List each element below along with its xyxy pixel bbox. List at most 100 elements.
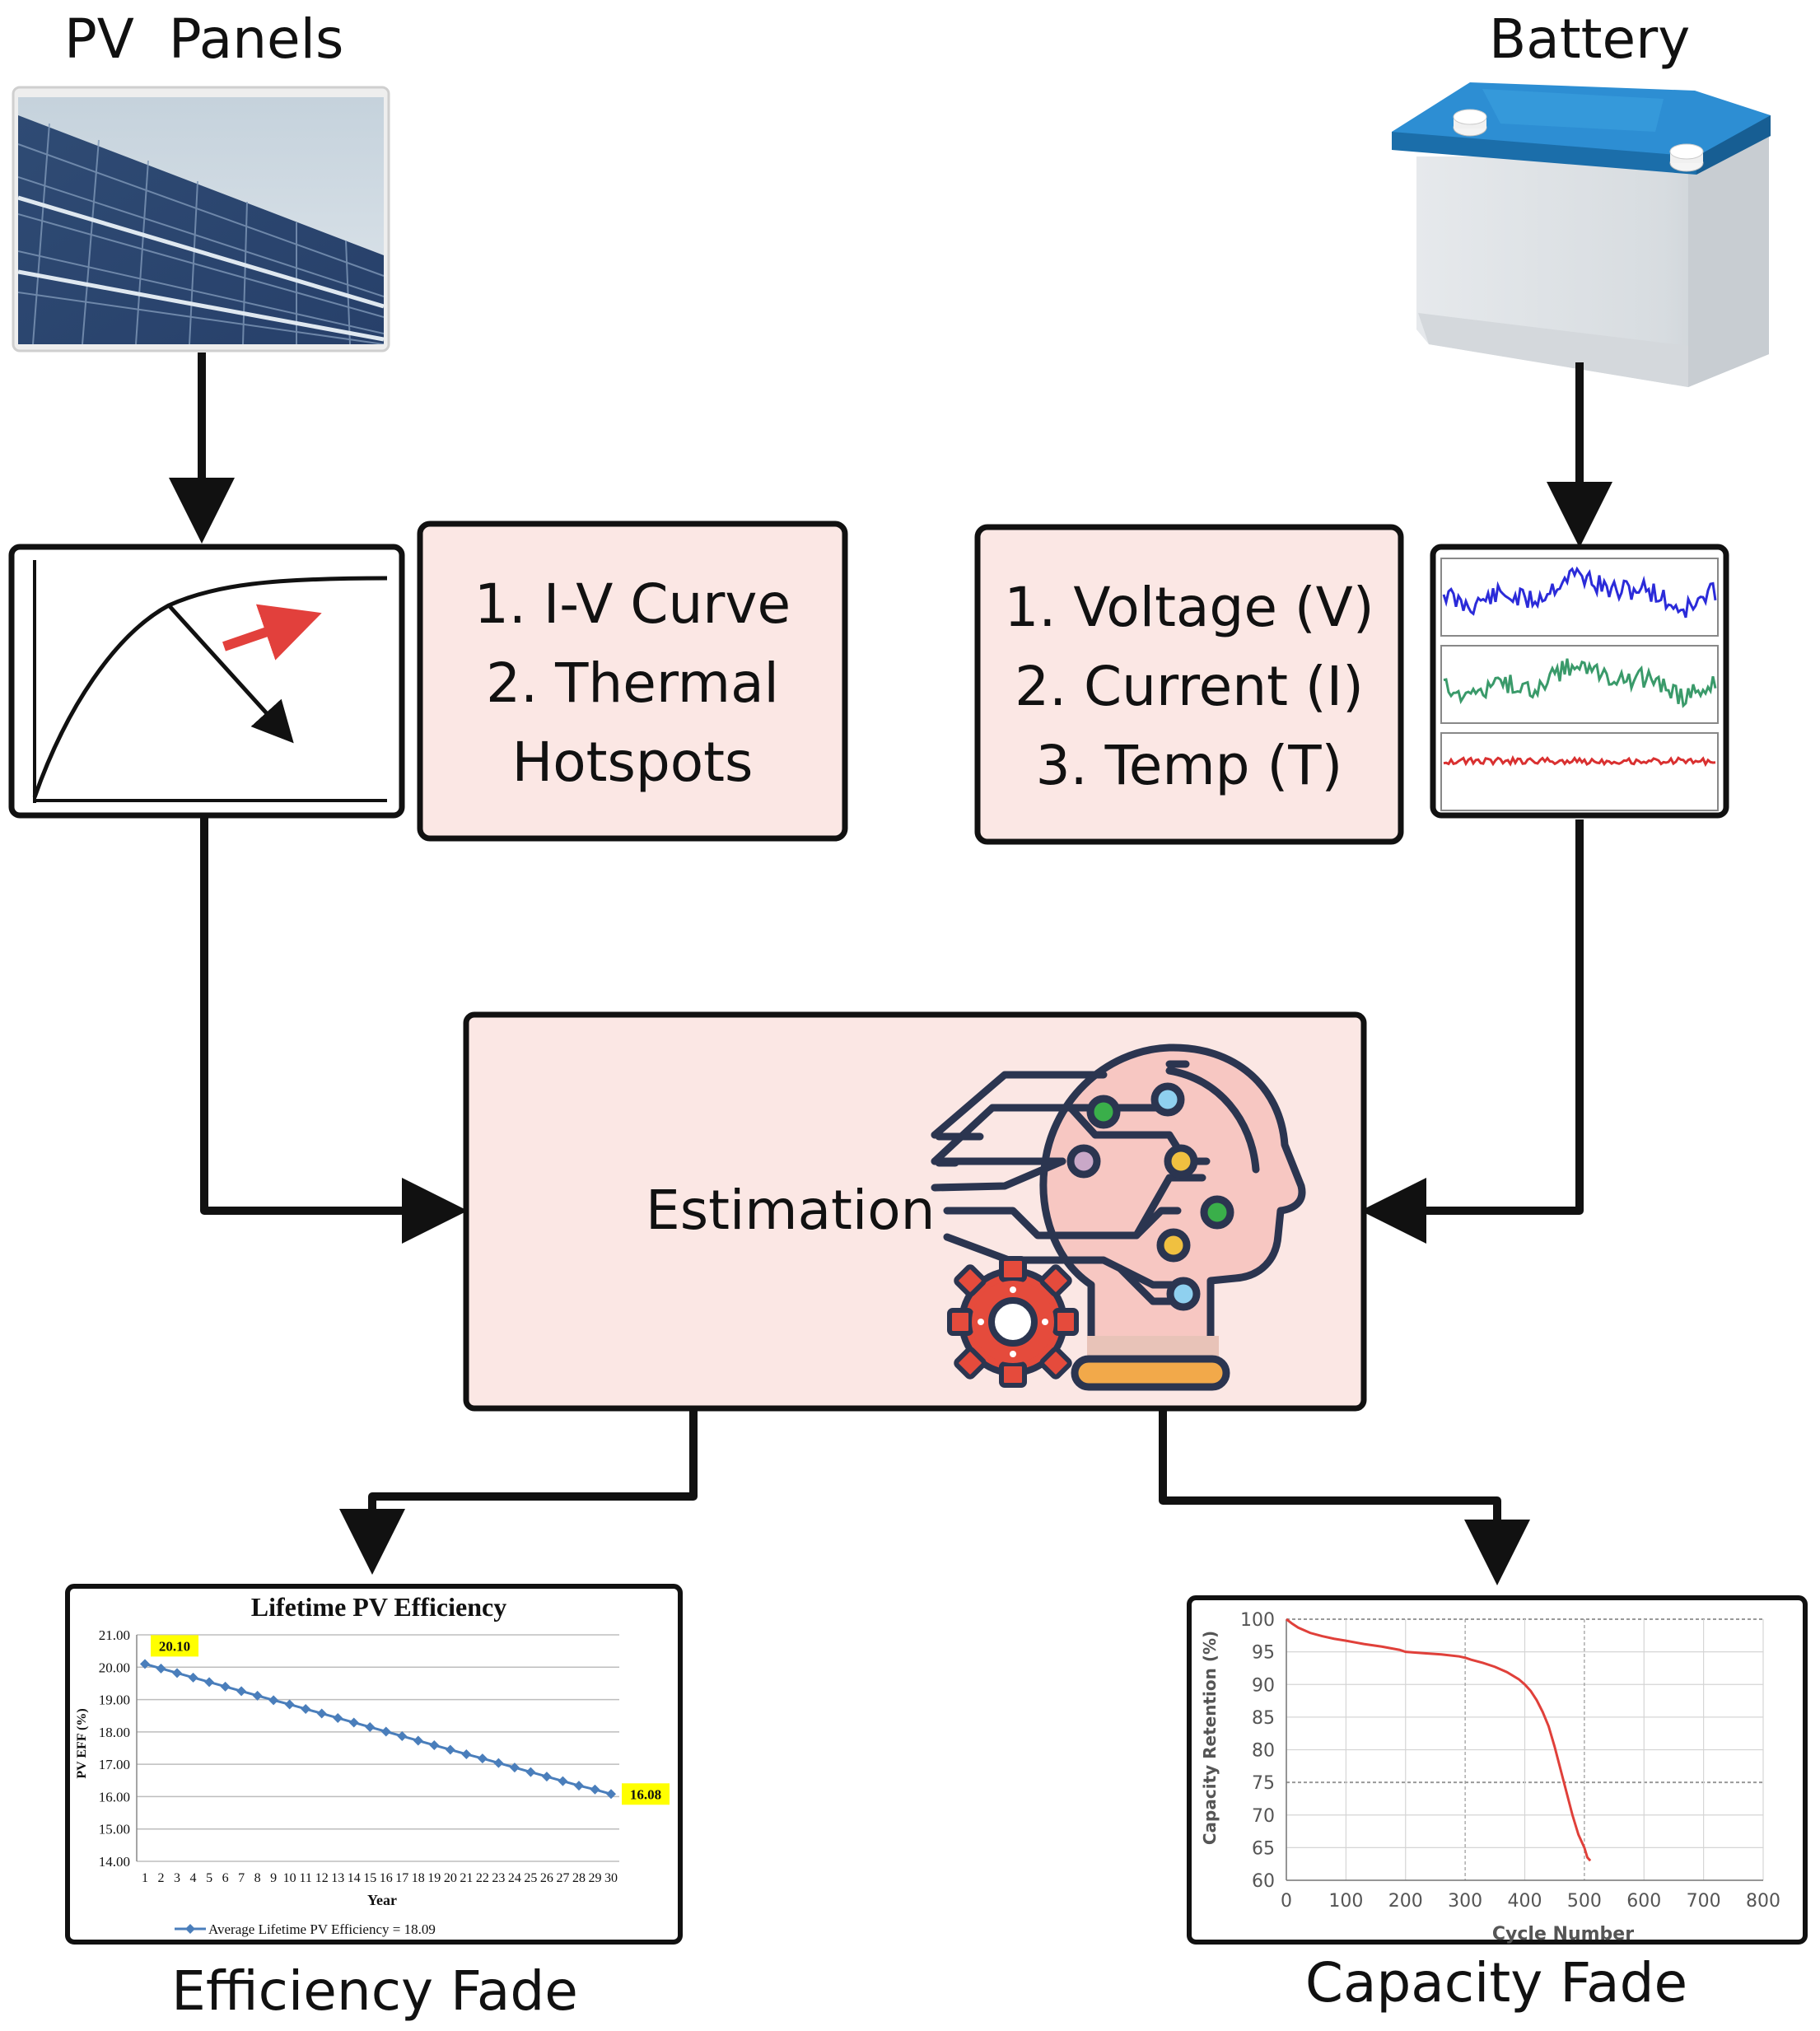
current-signal [1443,658,1717,708]
efficiency-point [590,1784,600,1795]
efficiency-legend-label: Average Lifetime PV Efficiency = 18.09 [208,1921,436,1937]
efficiency-point [236,1686,247,1697]
efficiency-x-tick: 25 [524,1871,537,1885]
efficiency-x-tick: 26 [540,1871,553,1885]
efficiency-point [140,1659,150,1669]
efficiency-point [558,1776,568,1786]
efficiency-point [156,1663,166,1674]
efficiency-x-tick: 4 [190,1871,197,1885]
capacity-y-tick: 75 [1252,1773,1275,1794]
ai-head-icon [931,1044,1306,1391]
efficiency-point [220,1681,231,1692]
efficiency-x-tick: 15 [363,1871,376,1885]
efficiency-point [365,1721,376,1732]
efficiency-point [380,1726,391,1737]
battery-signals-box [1430,544,1729,819]
capacity-series-line [1286,1618,1592,1862]
efficiency-point [525,1767,536,1777]
efficiency-x-tick: 19 [427,1871,441,1885]
capacity-x-axis-label: Cycle Number [1492,1924,1634,1945]
estimation-box: Estimation [463,1011,1367,1412]
capacity-y-tick: 90 [1252,1675,1275,1696]
efficiency-x-tick: 6 [222,1871,229,1885]
capacity-y-tick: 60 [1252,1871,1275,1892]
capacity-x-tick: 500 [1567,1891,1602,1912]
capacity-y-tick: 85 [1252,1708,1275,1729]
efficiency-point [172,1668,183,1678]
efficiency-y-tick: 17.00 [99,1757,130,1772]
efficiency-point [493,1758,504,1768]
battery-feature-1: 1. Voltage (V) [1004,576,1374,639]
efficiency-x-tick: 23 [492,1871,505,1885]
efficiency-x-tick: 2 [158,1871,165,1885]
battery-feature-2: 2. Current (I) [1015,655,1364,718]
capacity-fade-caption: Capacity Fade [1305,1951,1687,2015]
arrow-estimation-to-capacity [1159,1408,1530,1585]
capacity-y-tick: 95 [1252,1643,1275,1664]
temperature-signal [1443,754,1716,768]
efficiency-point [252,1690,263,1701]
capacity-x-tick: 400 [1508,1891,1542,1912]
efficiency-x-tick: 14 [348,1871,361,1885]
efficiency-point [204,1677,215,1688]
efficiency-x-tick: 1 [142,1871,148,1885]
arrow-signals-to-estimation [1360,819,1584,1244]
battery-feature-3: 3. Temp (T) [1036,734,1343,797]
efficiency-point [429,1739,440,1750]
efficiency-point [606,1789,616,1800]
pv-feature-2: 2. Thermal [486,651,779,715]
efficiency-y-tick: 14.00 [99,1854,130,1870]
efficiency-x-tick: 13 [331,1871,344,1885]
efficiency-y-tick: 15.00 [99,1822,130,1837]
efficiency-y-tick: 20.00 [99,1660,130,1675]
capacity-y-tick: 65 [1252,1838,1275,1859]
efficiency-point [477,1753,488,1764]
battery-features-box: 1. Voltage (V) 2. Current (I) 3. Temp (T… [974,524,1404,845]
efficiency-y-axis-label: PV EFF (%) [75,1708,89,1778]
arrow-iv-to-estimation [200,815,468,1244]
efficiency-y-tick: 16.00 [99,1789,130,1805]
efficiency-point [445,1744,455,1755]
efficiency-x-tick: 24 [508,1871,521,1885]
pv-panels-title: PV Panels [64,7,343,71]
efficiency-x-tick: 9 [270,1871,277,1885]
efficiency-label-end: 16.08 [622,1783,670,1805]
capacity-y-axis-label: Capacity Retention (%) [1200,1631,1220,1845]
efficiency-point [333,1712,343,1723]
efficiency-y-tick: 18.00 [99,1725,130,1740]
efficiency-point [284,1699,295,1710]
battery-title: Battery [1489,7,1690,71]
efficiency-y-tick: 19.00 [99,1692,130,1708]
capacity-x-tick: 0 [1281,1891,1292,1912]
improvement-arrow [222,604,322,661]
efficiency-x-tick: 5 [206,1871,212,1885]
pv-panel-image [12,86,390,353]
iv-curve-box [8,544,405,819]
connector-lines [169,353,1612,1585]
efficiency-x-axis-label: Year [367,1892,397,1908]
pv-feature-1: 1. I-V Curve [474,572,791,636]
efficiency-point [573,1781,584,1791]
efficiency-point [268,1695,279,1706]
efficiency-x-tick: 29 [588,1871,601,1885]
capacity-x-tick: 200 [1388,1891,1423,1912]
efficiency-label-start: 20.10 [151,1635,198,1657]
efficiency-x-tick: 7 [238,1871,245,1885]
efficiency-point [413,1735,423,1746]
capacity-x-tick: 800 [1746,1891,1780,1912]
efficiency-point [348,1717,359,1728]
efficiency-x-tick: 21 [460,1871,473,1885]
efficiency-point [188,1672,198,1683]
efficiency-chart-title: Lifetime PV Efficiency [251,1592,506,1622]
efficiency-x-tick: 30 [604,1871,618,1885]
arrow-estimation-to-efficiency [339,1408,698,1575]
capacity-y-tick: 70 [1252,1806,1275,1827]
capacity-x-tick: 100 [1328,1891,1363,1912]
efficiency-x-tick: 27 [556,1871,569,1885]
svg-text:20.10: 20.10 [159,1638,190,1654]
efficiency-point [316,1708,327,1719]
efficiency-point [301,1703,311,1714]
capacity-y-tick: 80 [1252,1741,1275,1762]
efficiency-x-tick: 8 [254,1871,261,1885]
